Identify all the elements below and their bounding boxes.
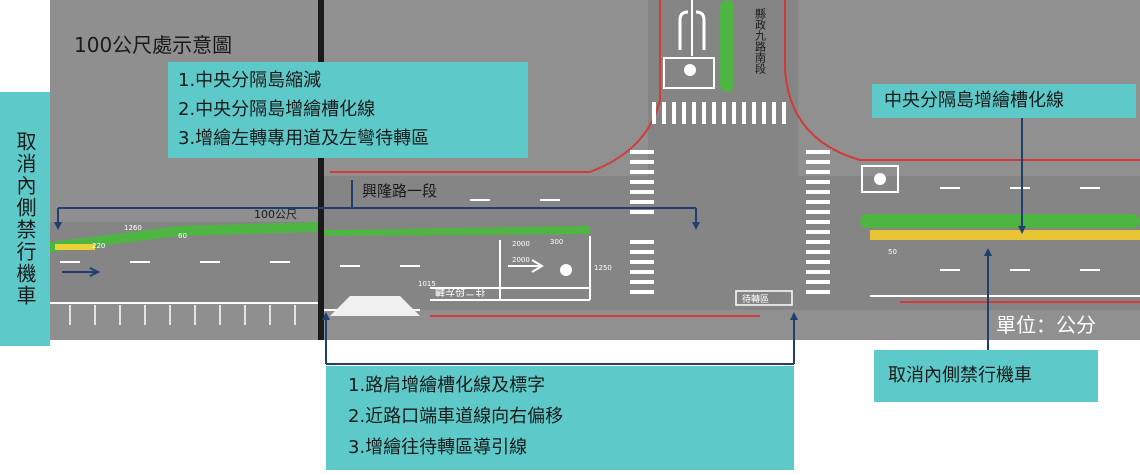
diagram-title: 100公尺處示意圖 <box>74 33 232 57</box>
callout-left-side: 取消內側禁行機車 <box>0 92 50 346</box>
callout-bottom-center: 1.路肩增繪槽化線及標字 2.近路口端車道線向右偏移 3.增繪往待轉區導引線 <box>326 366 794 470</box>
waiting-zone-marking: 待轉區 <box>742 293 769 305</box>
crosswalk-right <box>806 150 830 294</box>
dim-300-a: 300 <box>550 238 563 246</box>
median-left-hatch <box>55 244 95 250</box>
panel-divider <box>318 0 324 340</box>
dim-1250: 1250 <box>594 264 612 272</box>
curb-lines <box>330 0 1140 317</box>
callout-bottom-right: 取消內側禁行機車 <box>874 350 1098 402</box>
dim-2000-b: 2000 <box>512 256 530 264</box>
dim-300-b: 50 <box>888 248 897 256</box>
dim-60: 60 <box>178 232 187 240</box>
crosswalk-left <box>630 150 654 294</box>
motorcycle-icon-right <box>874 173 886 185</box>
road-name: 興隆路一段 <box>362 182 437 200</box>
median-right <box>860 214 1140 228</box>
straight-arrow-icon <box>508 259 544 273</box>
waiting-zone-box <box>735 290 793 306</box>
callout-bottom-center-line-2: 2.近路口端車道線向右偏移 <box>348 406 564 427</box>
crosswalk-top <box>652 102 786 124</box>
callout-top-left-line-2: 2.中央分隔島增繪槽化線 <box>178 99 376 120</box>
right-turn-arrow-icon <box>695 10 706 50</box>
side-road-median <box>720 0 734 92</box>
motorcycle-icon-waiting <box>560 264 572 276</box>
side-road-stop-box <box>663 57 715 89</box>
median-left <box>50 222 318 252</box>
road-text-marking: 往二段左轉 <box>435 285 485 298</box>
dimension-labels: 1260 220 60 2000 2000 1015 1250 300 50 <box>92 224 897 288</box>
callout-top-left: 1.中央分隔島縮減 2.中央分隔島增繪槽化線 3.增繪左轉專用道及左彎待轉區 <box>168 62 528 158</box>
callout-top-right: 中央分隔島增繪槽化線 <box>872 84 1136 118</box>
side-road-name: 縣政九路南段 <box>754 8 767 75</box>
dim-2000-a: 2000 <box>512 240 530 248</box>
callout-top-right-text: 中央分隔島增繪槽化線 <box>884 90 1064 111</box>
motorcycle-box-right <box>861 165 899 193</box>
distance-label: 100公尺 <box>254 208 297 221</box>
shoulder-channelization <box>330 296 420 316</box>
callout-bottom-right-text: 取消內側禁行機車 <box>888 365 1032 386</box>
callout-top-left-line-3: 3.增繪左轉專用道及左彎待轉區 <box>178 128 430 149</box>
dim-220: 220 <box>92 242 105 250</box>
callout-bottom-center-line-3: 3.增繪往待轉區導引線 <box>348 437 528 458</box>
median-right-hatch <box>870 230 1140 240</box>
motorcycle-icon-top <box>684 64 696 76</box>
lane-dashes <box>60 187 1100 271</box>
left-arrow-indicator <box>62 267 101 277</box>
callout-bottom-center-line-1: 1.路肩增繪槽化線及標字 <box>348 375 546 396</box>
left-turn-arrow-icon <box>678 10 689 50</box>
sidewalk-ticks <box>69 305 296 325</box>
turn-waiting-area <box>430 236 591 301</box>
dim-1015: 1015 <box>418 280 436 288</box>
median-center <box>324 226 590 236</box>
unit-label: 單位：公分 <box>996 313 1096 337</box>
callout-top-left-line-1: 1.中央分隔島縮減 <box>178 70 322 91</box>
callout-left-side-text: 取消內側禁行機車 <box>13 131 37 307</box>
bracket-arrowheads <box>54 222 1026 320</box>
dim-1260: 1260 <box>124 224 142 232</box>
